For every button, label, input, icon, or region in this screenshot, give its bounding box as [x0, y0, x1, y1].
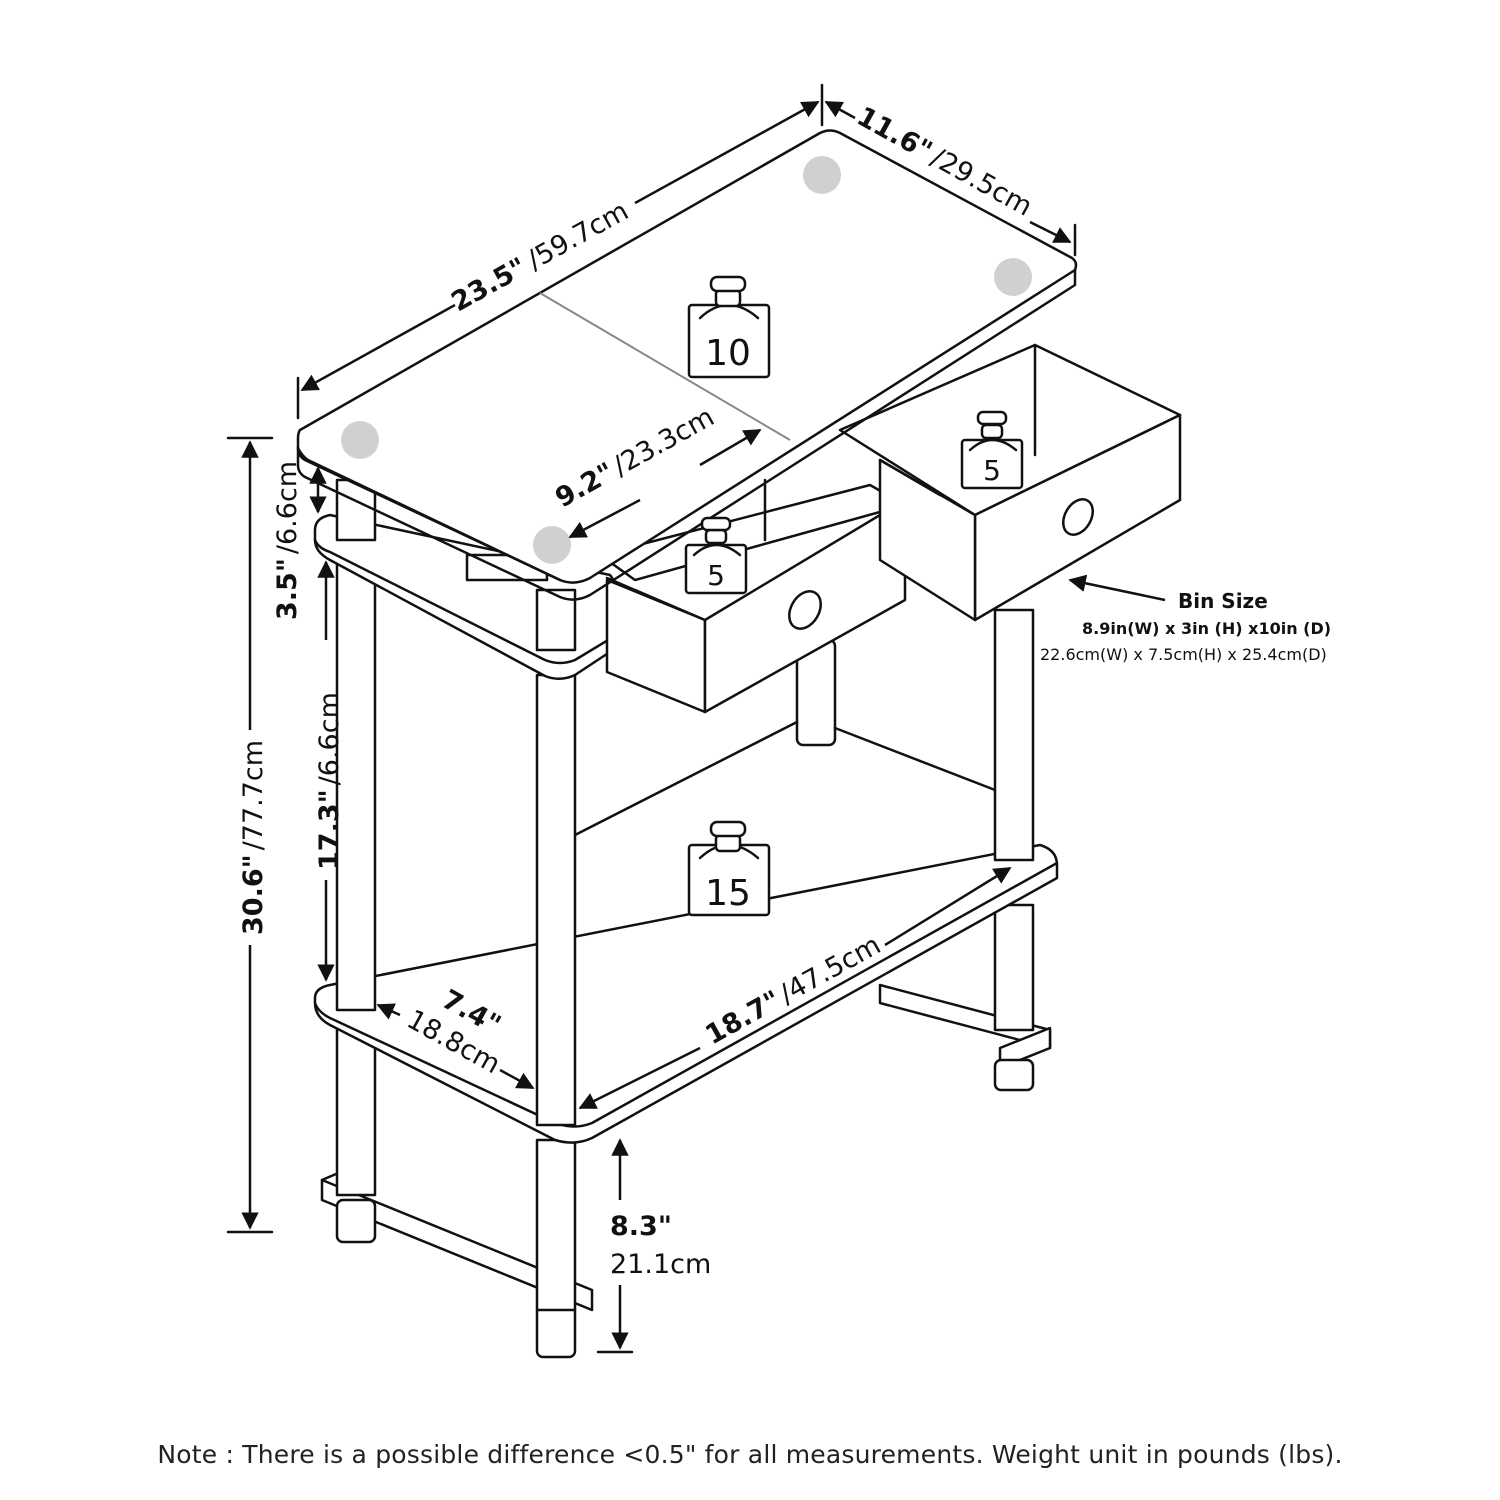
leg-lower-front	[535, 1138, 577, 1312]
svg-text:30.6"/77.7cm: 30.6" /77.7cm	[238, 740, 269, 935]
leg-upper-back-right	[993, 608, 1035, 862]
leg-upper-left	[335, 553, 377, 1012]
bin-size-callout: Bin Size 8.9in(W) x 3in (H) x10in (D) 22…	[1040, 574, 1331, 664]
bin-size-cm: 22.6cm(W) x 7.5cm(H) x 25.4cm(D)	[1040, 645, 1327, 664]
dim-bottom-height-cm: 21.1cm	[610, 1249, 711, 1280]
weight-icon-shelf: 15	[687, 820, 771, 917]
dim-bottom-height: 8.3" 21.1cm	[596, 1138, 711, 1354]
bin-left	[598, 478, 907, 714]
foot-back-right	[993, 1058, 1035, 1092]
svg-text:17.3"/6.6cm: 17.3" /6.6cm	[314, 692, 345, 870]
bin-left-handle	[788, 590, 822, 630]
dim-drawer-gap-in: 3.5"	[272, 558, 303, 620]
top-pad-front-left	[341, 421, 379, 459]
weight-icon-top: 10	[687, 275, 771, 379]
bin-right	[838, 343, 1182, 622]
dim-drawer-gap: 3.5" /6.6cm	[272, 461, 327, 620]
dim-bottom-height-in: 8.3"	[610, 1211, 672, 1242]
weight-icon-bin-right: 5	[960, 410, 1024, 490]
leg-lower-left	[335, 1023, 377, 1197]
top-pad-back-right	[994, 258, 1032, 296]
foot-front-left	[335, 1198, 377, 1244]
weight-label-top: 10	[705, 333, 751, 374]
bin-right-handle	[1062, 498, 1094, 536]
svg-text:3.5"/6.6cm: 3.5" /6.6cm	[272, 461, 303, 620]
table-illustration	[296, 129, 1182, 1359]
table-top	[296, 129, 1078, 601]
dim-middle-gap: 17.3" /6.6cm	[314, 560, 345, 982]
dim-drawer-gap-cm: /6.6cm	[272, 461, 303, 554]
dim-total-height-in: 30.6"	[238, 854, 269, 935]
bin-size-inches: 8.9in(W) x 3in (H) x10in (D)	[1082, 619, 1331, 638]
weight-label-shelf: 15	[705, 873, 751, 914]
weight-label-bin-left: 5	[707, 559, 725, 592]
leg-upper-front	[535, 673, 577, 1127]
dim-middle-gap-cm: /6.6cm	[314, 692, 345, 785]
weight-label-bin-right: 5	[983, 454, 1001, 487]
foot-front-right	[535, 1303, 577, 1359]
leg-lower-back	[993, 903, 1035, 1032]
dim-total-height-cm: /77.7cm	[238, 740, 269, 850]
dim-middle-gap-in: 17.3"	[314, 789, 345, 870]
bin-size-title: Bin Size	[1178, 589, 1268, 613]
measurement-note: Note : There is a possible difference <0…	[157, 1440, 1343, 1469]
weight-icon-bin-left: 5	[684, 516, 748, 595]
base-bar-back	[878, 983, 1052, 1070]
bottom-shelf	[313, 843, 1059, 1144]
top-pad-front-right	[533, 526, 571, 564]
dim-total-height: 30.6" /77.7cm	[226, 436, 274, 1234]
top-pad-back-left	[803, 156, 841, 194]
